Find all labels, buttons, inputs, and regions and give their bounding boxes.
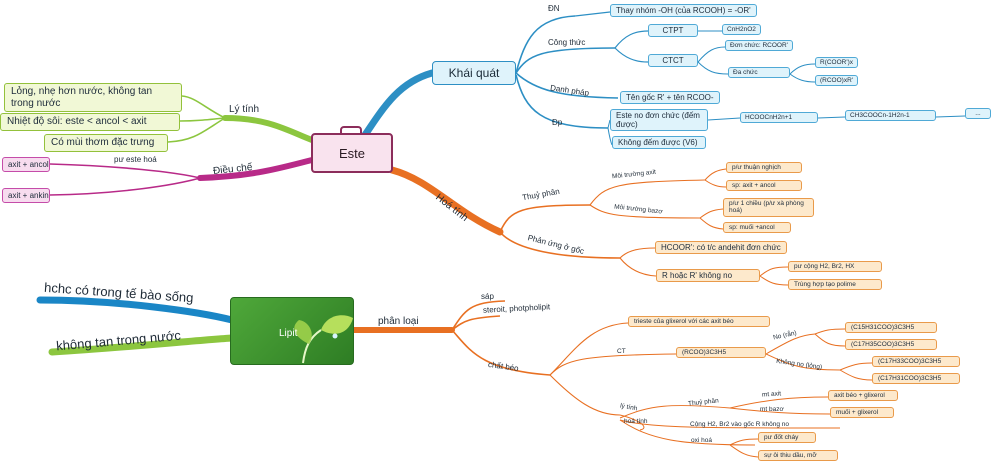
este-node-handle bbox=[340, 126, 362, 136]
don-chuc-box[interactable]: Đơn chức: RCOOR' bbox=[725, 40, 793, 52]
oi-thiu-box[interactable]: sự ôi thiu dầu, mỡ bbox=[758, 450, 838, 462]
khong-no-item-1[interactable]: (C17H33COO)3C3H5 bbox=[872, 356, 960, 368]
ctpt-box[interactable]: CTPT bbox=[648, 24, 698, 38]
ly-tinh-label: Lý tính bbox=[229, 104, 260, 115]
khong-dem-duoc-box[interactable]: Không đếm được (V6) bbox=[612, 136, 706, 150]
dn-definition-box[interactable]: Thay nhóm -OH (của RCOOH) = -OR' bbox=[610, 4, 757, 18]
phan-loai-label: phân loại bbox=[378, 316, 419, 327]
lipit-label: Lipit bbox=[279, 328, 298, 339]
ctpt-formula-box[interactable]: CnH2nO2 bbox=[722, 24, 761, 36]
dn-label: ĐN bbox=[548, 4, 560, 13]
da-chuc-item-1[interactable]: R(COOR')x bbox=[815, 57, 859, 69]
no-item-2[interactable]: (C17H35COO)3C3H5 bbox=[845, 339, 937, 351]
oxi-hoa-label: oxi hoá bbox=[691, 437, 712, 444]
ct-formula-box[interactable]: (RCOO)3C3H5 bbox=[676, 347, 766, 359]
trung-hop-box[interactable]: Trùng hợp tạo polime bbox=[788, 279, 882, 291]
ct-label: CT bbox=[617, 348, 626, 355]
hcoor-box[interactable]: HCOOR': có t/c andehit đơn chức bbox=[655, 241, 787, 255]
no-item-1[interactable]: (C15H31COO)3C3H5 bbox=[845, 322, 937, 334]
ly-tinh-item-3[interactable]: Có mùi thơm đặc trưng bbox=[44, 134, 168, 152]
lipit-central-node[interactable]: Lipit bbox=[230, 297, 354, 365]
formula-ch3coo-box[interactable]: CH3COOCn-1H2n-1 bbox=[845, 110, 936, 122]
danh-phap-box[interactable]: Tên gốc R' + tên RCOO- bbox=[620, 91, 720, 105]
axit-ancol-product-box[interactable]: sp: axit + ancol bbox=[726, 180, 802, 192]
khai-quat-node[interactable]: Khái quát bbox=[432, 61, 516, 85]
este-no-don-chuc-box[interactable]: Este no đơn chức (đếm được) bbox=[610, 109, 708, 132]
hoa-tinh-sub-label: hoá tính bbox=[624, 418, 648, 425]
leaf-icon bbox=[294, 315, 353, 364]
trieste-box[interactable]: trieste của glixerol với các axit béo bbox=[628, 316, 770, 328]
ly-tinh-item-2[interactable]: Nhiệt độ sôi: este < ancol < axit bbox=[0, 113, 180, 131]
este-hoa-label: pư este hoá bbox=[114, 155, 157, 164]
sap-label: sáp bbox=[481, 292, 494, 301]
khong-no-item-2[interactable]: (C17H31COO)3C3H5 bbox=[872, 373, 960, 385]
formula-hcoo-box[interactable]: HCOOCnH2n+1 bbox=[740, 112, 818, 124]
mt-bazo-label: mt bazơ bbox=[760, 406, 784, 413]
thuan-nghich-box[interactable]: p/ư thuận nghịch bbox=[726, 162, 802, 174]
da-chuc-item-2[interactable]: (RCOO)xR' bbox=[815, 75, 859, 87]
da-chuc-box[interactable]: Đa chức bbox=[728, 67, 790, 79]
more-formulas-box[interactable]: ... bbox=[965, 108, 991, 120]
cong-thuc-label: Công thức bbox=[548, 38, 586, 47]
dot-chay-box[interactable]: pư đốt cháy bbox=[758, 432, 816, 444]
mt-axit-label: mt axit bbox=[761, 390, 782, 399]
cong-h2-box[interactable]: pư cộng H2, Br2, HX bbox=[788, 261, 882, 273]
axit-ankin-box[interactable]: axit + ankin bbox=[2, 188, 50, 204]
axit-beo-glixerol-box[interactable]: axit béo + glixerol bbox=[828, 390, 898, 402]
muoi-ancol-box[interactable]: sp: muối +ancol bbox=[723, 222, 791, 234]
ctct-box[interactable]: CTCT bbox=[648, 54, 698, 68]
ly-tinh-item-1[interactable]: Lỏng, nhẹ hơn nước, không tan trong nước bbox=[4, 83, 182, 112]
muoi-glixerol-box[interactable]: muối + glixerol bbox=[830, 407, 894, 419]
cong-h2-br2-label: Cộng H2, Br2 vào gốc R không no bbox=[690, 421, 790, 428]
khong-no-box[interactable]: R hoặc R' không no bbox=[656, 269, 760, 283]
dp-label: Đp bbox=[552, 118, 563, 127]
mot-chieu-box[interactable]: p/ư 1 chiều (p/ư xà phòng hoá) bbox=[723, 198, 814, 217]
axit-ancol-box[interactable]: axit + ancol bbox=[2, 157, 50, 173]
este-central-node[interactable]: Este bbox=[311, 133, 393, 173]
